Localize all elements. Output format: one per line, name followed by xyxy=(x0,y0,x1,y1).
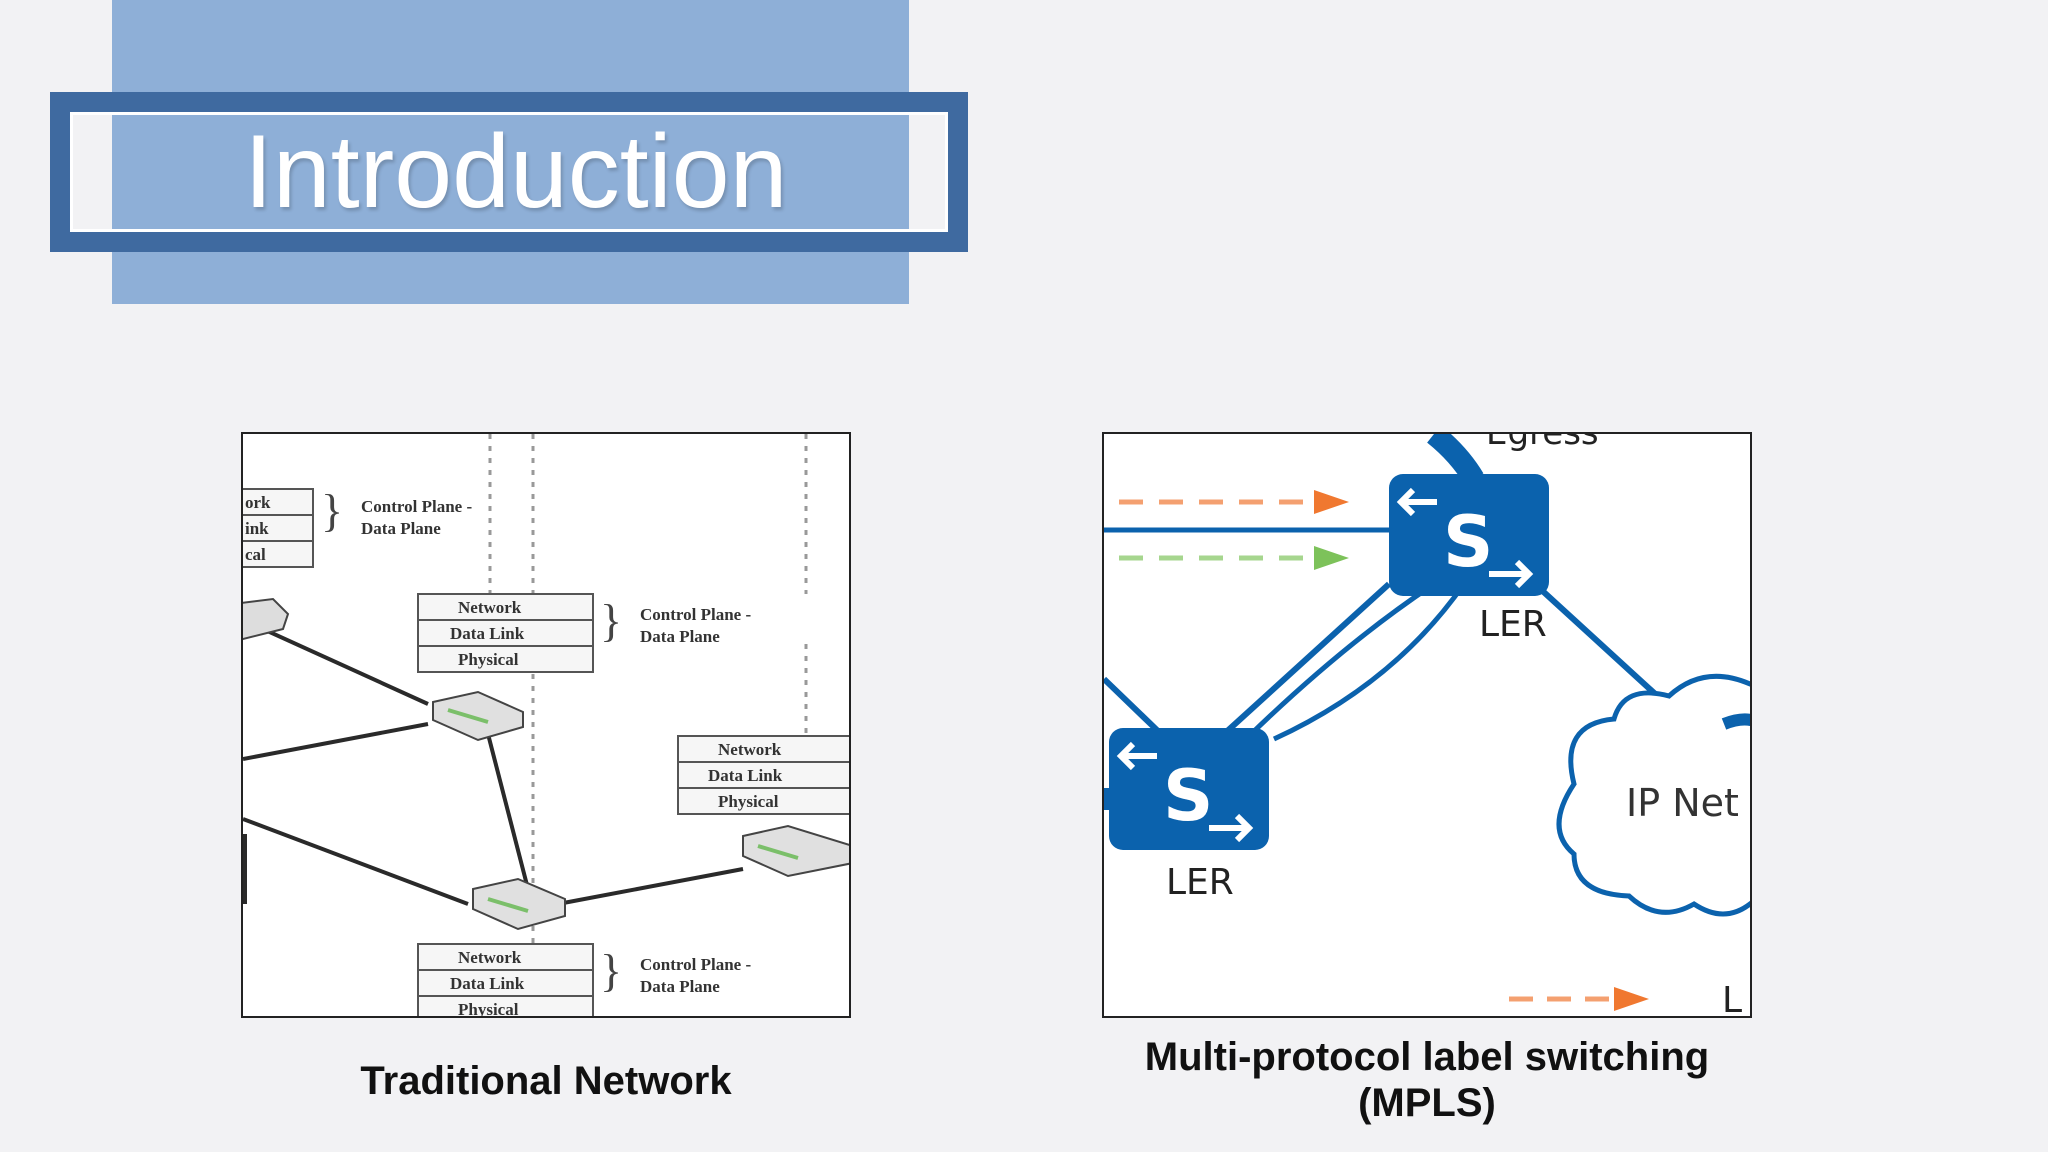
protocol-stack-right: Network Data Link Physical xyxy=(677,735,849,815)
mpls-image: Egress S xyxy=(1102,432,1752,1018)
traditional-network-caption: Traditional Network xyxy=(360,1059,732,1103)
stack-layer: Physical xyxy=(458,650,519,669)
arrow-right-icon xyxy=(1209,813,1254,843)
annotation: Data Plane xyxy=(640,627,720,646)
stack-layer: Network xyxy=(458,948,522,967)
ip-network-cloud-icon: IP Net xyxy=(1556,673,1750,917)
annotation: Control Plane - xyxy=(640,955,751,974)
ler-router-bottom: S xyxy=(1109,728,1269,850)
svg-text:}: } xyxy=(600,595,622,646)
stack-layer: Data Link xyxy=(450,624,525,643)
mpls-diagram: Egress S xyxy=(1104,434,1750,1016)
green-arrow xyxy=(1119,546,1349,570)
title-background xyxy=(112,0,909,304)
arrow-left-icon xyxy=(1396,487,1437,517)
traditional-network-image: ork ink cal } Control Plane - Data Plane… xyxy=(241,432,851,1018)
svg-text:}: } xyxy=(321,485,343,536)
router-device xyxy=(472,877,566,931)
stack-layer: Physical xyxy=(458,1000,519,1016)
stack-layer: Physical xyxy=(718,792,779,811)
router-device xyxy=(243,597,290,641)
mpls-caption-line2: (MPLS) xyxy=(1358,1081,1496,1125)
orange-arrow xyxy=(1119,490,1349,514)
orange-arrow xyxy=(1509,987,1649,1011)
annotation: Data Plane xyxy=(361,519,441,538)
cloud-label: IP Net xyxy=(1626,781,1739,825)
router-letter: S xyxy=(1163,755,1213,837)
stack-layer: Network xyxy=(718,740,782,759)
egress-label: Egress xyxy=(1486,434,1599,453)
arrow-right-icon xyxy=(1489,559,1534,589)
annotation: Control Plane - xyxy=(640,605,751,624)
ler-label-top: LER xyxy=(1479,604,1547,645)
protocol-stack-middle: Network Data Link Physical } Control Pla… xyxy=(417,593,751,673)
title-frame-inner xyxy=(70,112,948,232)
annotation: Data Plane xyxy=(640,977,720,996)
ler-router-top: S xyxy=(1389,474,1549,596)
title-frame xyxy=(50,92,968,252)
router-device xyxy=(432,690,524,742)
stack-layer: ink xyxy=(245,519,269,538)
network-links xyxy=(243,627,744,906)
slide-title: Introduction xyxy=(244,114,788,230)
arrow-left-icon xyxy=(1116,741,1157,771)
stack-layer: ork xyxy=(245,493,271,512)
dotted-guides xyxy=(488,434,808,1016)
protocol-stack-top-left: ork ink cal } Control Plane - Data Plane xyxy=(243,485,472,568)
bottom-label-fragment: L xyxy=(1722,980,1742,1016)
stack-layer: Data Link xyxy=(708,766,783,785)
protocol-stack-bottom: Network Data Link Physical } Control Pla… xyxy=(417,943,751,1016)
stack-layer: cal xyxy=(245,545,266,564)
router-device xyxy=(742,824,849,878)
svg-text:}: } xyxy=(600,945,622,996)
mpls-caption: Multi-protocol label switching (MPLS) xyxy=(1102,1034,1752,1126)
stack-layer: Data Link xyxy=(450,974,525,993)
annotation: Control Plane - xyxy=(361,497,472,516)
ler-label-bottom: LER xyxy=(1166,862,1234,903)
traditional-network-diagram: ork ink cal } Control Plane - Data Plane… xyxy=(243,434,849,1016)
router-letter: S xyxy=(1443,501,1493,583)
mpls-caption-line1: Multi-protocol label switching xyxy=(1144,1035,1710,1079)
stack-layer: Network xyxy=(458,598,522,617)
